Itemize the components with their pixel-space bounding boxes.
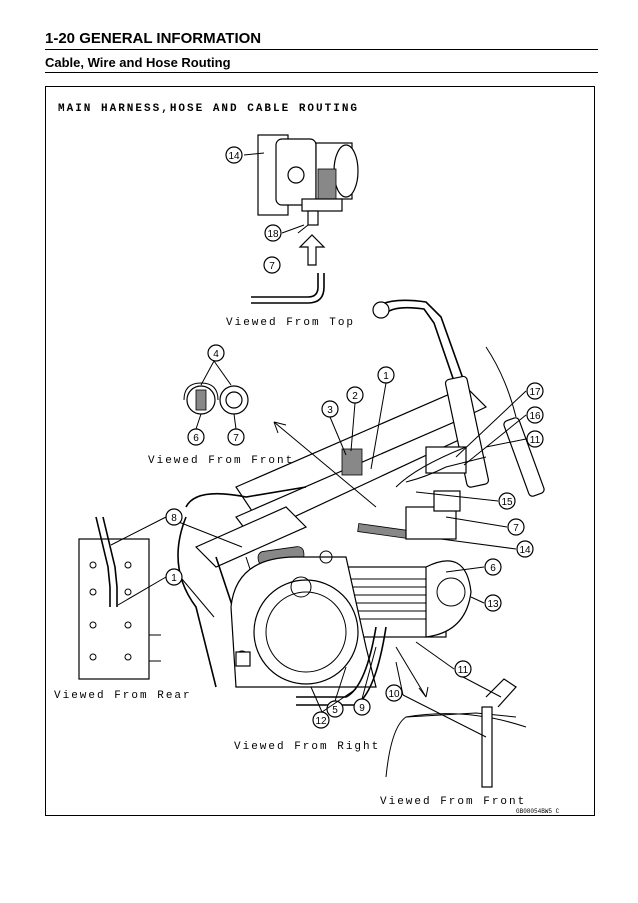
label-viewed-from-front-lower: Viewed From Front <box>380 796 526 808</box>
callout-11b <box>454 660 472 678</box>
callout-2 <box>346 386 364 404</box>
label-viewed-from-rear: Viewed From Rear <box>54 690 192 702</box>
callout-9-number: 9 <box>359 703 365 714</box>
callout-16 <box>526 406 544 424</box>
callout-13 <box>484 594 502 612</box>
label-viewed-from-top: Viewed From Top <box>226 317 355 329</box>
callout-14b <box>516 540 534 558</box>
callout-1b-number: 1 <box>171 573 177 584</box>
callout-6b <box>484 558 502 576</box>
callout-17 <box>526 382 544 400</box>
leader-14a <box>243 152 265 156</box>
callout-3 <box>321 400 339 418</box>
callout-13-number: 13 <box>487 599 499 610</box>
frame-drawing <box>177 299 545 706</box>
callout-7c <box>507 518 525 536</box>
hose-7-drawing <box>251 273 319 298</box>
callout-2-number: 2 <box>352 391 358 402</box>
callout-18-number: 18 <box>267 229 279 240</box>
callout-16-number: 16 <box>529 411 541 422</box>
callout-15-number: 15 <box>501 497 513 508</box>
callout-5-number: 5 <box>332 705 338 716</box>
front-view-lower-drawing <box>385 678 527 788</box>
label-viewed-from-right: Viewed From Right <box>234 741 380 753</box>
callout-10 <box>385 684 403 702</box>
callout-6b-number: 6 <box>490 563 496 574</box>
callout-1a-number: 1 <box>383 371 389 382</box>
callout-12-number: 12 <box>315 716 327 727</box>
callout-9 <box>353 698 371 716</box>
callout-6a-number: 6 <box>193 433 199 444</box>
callout-4-number: 4 <box>213 349 219 360</box>
subtitle-rule <box>45 72 598 73</box>
callout-1a <box>377 366 395 384</box>
callout-18 <box>264 224 282 242</box>
callout-15 <box>498 492 516 510</box>
callout-14b-number: 14 <box>519 545 531 556</box>
header-rule <box>45 49 598 50</box>
callout-7a-number: 7 <box>269 261 275 272</box>
callout-1b <box>165 568 183 586</box>
callout-7b <box>227 428 245 446</box>
callout-11a-number: 11 <box>530 435 541 446</box>
routing-diagram: MAIN HARNESS,HOSE AND CABLE ROUTING 14 1… <box>45 86 595 816</box>
clamp-drawing <box>183 382 249 415</box>
callout-8 <box>165 508 183 526</box>
callout-7a <box>263 256 281 274</box>
callout-17-number: 17 <box>529 387 541 398</box>
up-arrow-icon <box>298 234 326 266</box>
figure-caption: MAIN HARNESS,HOSE AND CABLE ROUTING <box>58 103 359 115</box>
callout-11b-number: 11 <box>458 665 469 676</box>
callout-12 <box>312 711 330 729</box>
callout-8-number: 8 <box>171 513 177 524</box>
rear-view-drawing <box>78 516 161 680</box>
callout-3-number: 3 <box>327 405 333 416</box>
callout-14a-number: 14 <box>228 151 240 162</box>
callout-4 <box>207 344 225 362</box>
callout-10-number: 10 <box>388 689 400 700</box>
page-title: 1-20 GENERAL INFORMATION <box>45 30 262 47</box>
figure-code: GB08054BW5 C <box>516 808 560 815</box>
callout-7b-number: 7 <box>233 433 239 444</box>
callout-11a <box>526 430 544 448</box>
callout-14a <box>225 146 243 164</box>
callout-7c-number: 7 <box>513 523 519 534</box>
throttle-body-drawing <box>257 134 359 234</box>
label-viewed-from-front-upper: Viewed From Front <box>148 455 294 467</box>
callout-6a <box>187 428 205 446</box>
section-title: Cable, Wire and Hose Routing <box>45 55 231 70</box>
